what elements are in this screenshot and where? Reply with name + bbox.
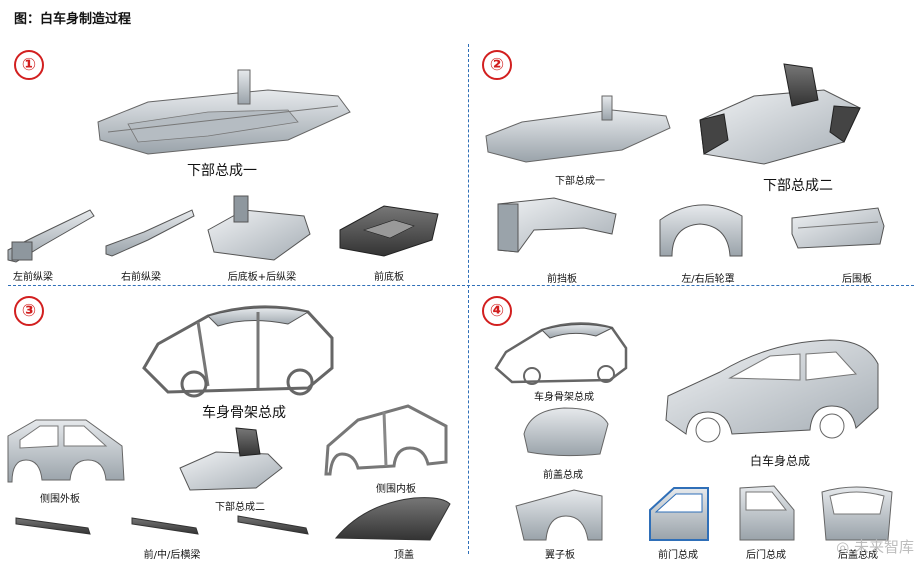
front-floor-image (339, 205, 439, 257)
q1-main-label: 下部总成一 (187, 163, 257, 179)
underbody-assembly-1-image (97, 69, 351, 155)
body-frame-assembly-image (142, 305, 334, 398)
front-dash-panel-image (497, 197, 617, 253)
underbody-assembly-2-small-image (179, 427, 283, 491)
cross-member-2-image (131, 517, 199, 535)
side-inner-panel-image (324, 404, 448, 476)
cross-member-3-image (237, 515, 309, 535)
q3-part-label-3: 侧围内板 (376, 484, 416, 495)
q4-part-label-5: 后盖总成 (838, 550, 878, 561)
q4-part-label-3: 前门总成 (658, 550, 698, 561)
q2-sub-label: 下部总成一 (555, 176, 605, 187)
step-1-badge: ① (14, 50, 44, 80)
q4-main-label: 白车身总成 (749, 454, 811, 468)
step-4-badge: ④ (482, 296, 512, 326)
q1-part-label-4: 前底板 (374, 272, 404, 283)
q2-main-label: 下部总成二 (763, 178, 833, 194)
q1-part-label-2: 右前纵梁 (121, 272, 161, 283)
q3-part-label-5: 顶盖 (394, 550, 414, 561)
q2-part-label-2: 左/右后轮罩 (681, 274, 735, 285)
hood-assembly-image (523, 407, 609, 457)
q2-part-label-3: 后围板 (842, 274, 872, 285)
horizontal-divider (8, 285, 914, 286)
watermark-text: 未来智库 (853, 538, 914, 556)
right-front-rail-image (105, 209, 195, 257)
fender-image (515, 489, 603, 541)
step-3-badge: ③ (14, 296, 44, 326)
underbody-assembly-2-image (699, 63, 861, 165)
q3-part-label-4: 前/中/后横梁 (143, 550, 201, 561)
step-2-badge: ② (482, 50, 512, 80)
body-frame-small-image (494, 322, 628, 385)
cross-member-1-image (15, 517, 91, 535)
q4-part-label-4: 后门总成 (746, 550, 786, 561)
q3-part-label-2: 下部总成二 (215, 502, 265, 513)
left-front-rail-image (7, 209, 95, 263)
q4-part-label-1: 前盖总成 (543, 470, 583, 481)
page-title: 图：白车身制造过程 (14, 12, 132, 27)
watermark: ◎ 未来智库 (836, 536, 914, 557)
q3-part-label-1: 侧围外板 (40, 494, 80, 505)
q4-part-label-2: 翼子板 (545, 550, 575, 561)
rear-wheelhouse-image (659, 204, 743, 257)
rear-panel-image (791, 207, 885, 249)
underbody-assembly-1-small-image (485, 95, 671, 163)
q1-part-label-3: 后底板+后纵梁 (227, 272, 297, 283)
front-door-image (649, 487, 709, 541)
watermark-icon: ◎ (836, 538, 850, 556)
tailgate-image (821, 486, 893, 541)
side-outer-panel-image (7, 419, 125, 483)
q4-frame-label: 车身骨架总成 (534, 392, 594, 403)
q1-part-label-1: 左前纵梁 (13, 272, 53, 283)
q2-part-label-1: 前挡板 (547, 274, 577, 285)
body-in-white-image (665, 339, 879, 443)
roof-panel-image (334, 497, 451, 541)
q3-main-label: 车身骨架总成 (202, 405, 286, 421)
rear-door-image (739, 485, 795, 541)
rear-floor-rail-image (207, 195, 311, 261)
vertical-divider (468, 44, 469, 554)
